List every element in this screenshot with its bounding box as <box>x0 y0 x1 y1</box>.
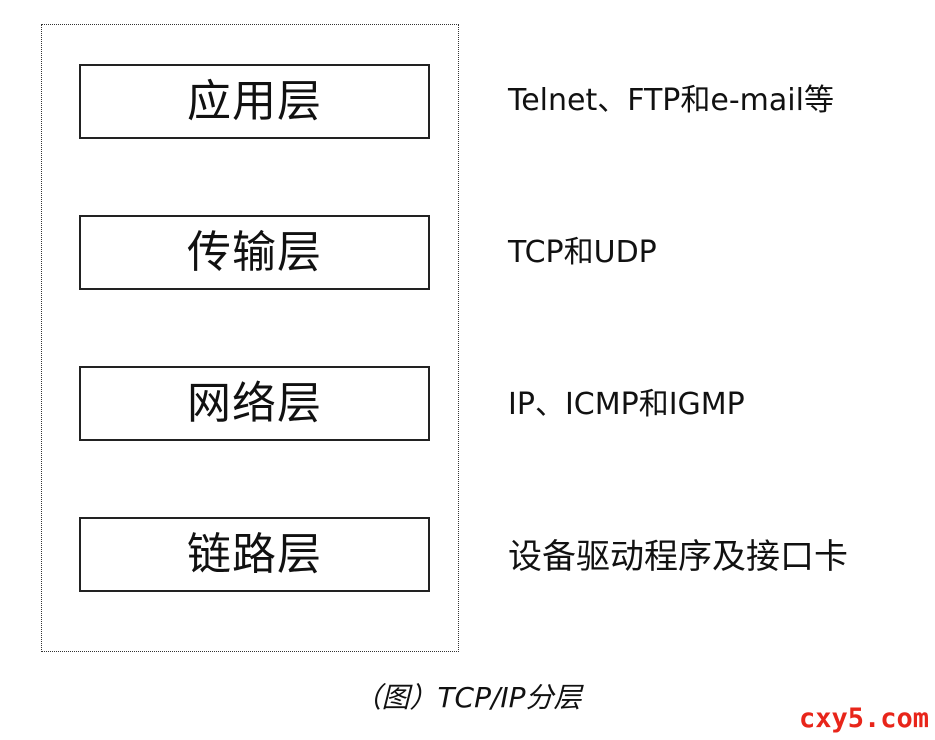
layer-name-link: 链路层 <box>187 528 322 580</box>
protocols-link: 设备驱动程序及接口卡 <box>508 537 848 577</box>
protocols-network: IP、ICMP和IGMP <box>508 387 745 422</box>
layer-box-link: 链路层 <box>79 517 430 592</box>
layer-name-transport: 传输层 <box>187 226 322 278</box>
figure-caption: （图）TCP/IP分层 <box>353 681 582 714</box>
layer-box-transport: 传输层 <box>79 215 430 290</box>
layer-box-network: 网络层 <box>79 366 430 441</box>
protocols-transport: TCP和UDP <box>508 235 657 270</box>
layer-name-application: 应用层 <box>187 75 322 127</box>
layer-name-network: 网络层 <box>187 377 322 429</box>
layer-stack-frame <box>41 24 459 652</box>
layer-box-application: 应用层 <box>79 64 430 139</box>
site-watermark: cxy5.com <box>798 703 929 734</box>
protocols-application: Telnet、FTP和e-mail等 <box>508 83 834 118</box>
